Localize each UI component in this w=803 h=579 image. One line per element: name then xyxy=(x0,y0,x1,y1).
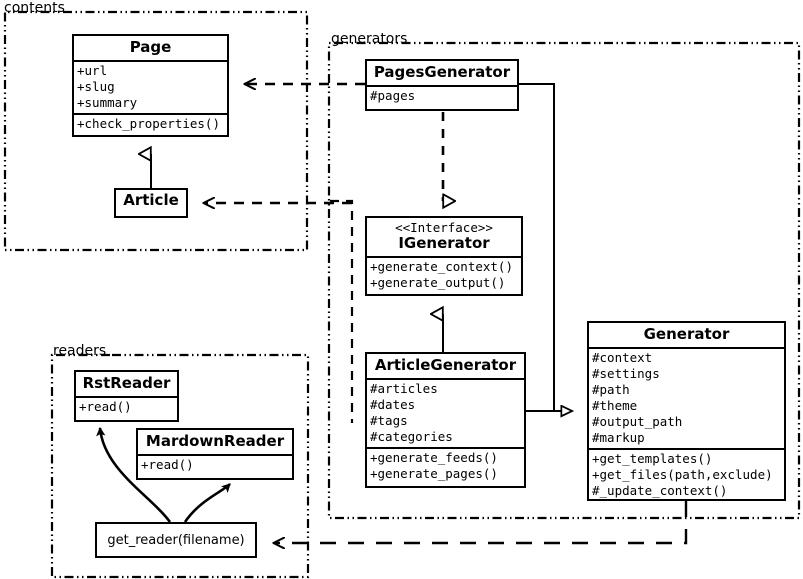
class-articlegenerator[interactable]: ArticleGenerator #articles #dates #tags … xyxy=(365,352,526,488)
method: +generate_pages() xyxy=(370,466,498,481)
class-generator-methods: +get_templates() +get_files(path,exclude… xyxy=(589,450,784,501)
class-mardownreader-name: MardownReader xyxy=(145,432,285,450)
attribute: #markup xyxy=(592,430,645,445)
class-articlegenerator-attributes: #articles #dates #tags #categories xyxy=(367,380,524,447)
class-rstreader[interactable]: RstReader +read() xyxy=(74,370,179,422)
class-article-name: Article xyxy=(123,191,179,209)
class-article[interactable]: Article xyxy=(114,188,188,218)
method: +generate_output() xyxy=(370,275,506,290)
method: +check_properties() xyxy=(77,116,220,131)
method: +read() xyxy=(79,399,132,414)
generalization-pagesgenerator-to-generator xyxy=(519,83,572,411)
package-label-generators: generators xyxy=(331,31,408,47)
attribute: #settings xyxy=(592,366,660,381)
divider xyxy=(367,256,521,258)
class-name-text: IGenerator xyxy=(398,234,490,252)
attribute: #categories xyxy=(370,429,453,444)
class-pagesgenerator[interactable]: PagesGenerator #pages xyxy=(365,59,519,111)
class-page[interactable]: Page +url +slug +summary +check_properti… xyxy=(72,34,229,137)
divider xyxy=(589,448,784,450)
divider xyxy=(367,447,524,449)
class-igenerator[interactable]: <<Interface>> IGenerator +generate_conte… xyxy=(365,216,523,296)
method: +read() xyxy=(141,457,194,472)
method: +generate_context() xyxy=(370,259,513,274)
divider xyxy=(76,396,177,398)
divider xyxy=(367,85,517,87)
class-page-methods: +check_properties() xyxy=(74,115,227,134)
class-generator[interactable]: Generator #context #settings #path #them… xyxy=(587,321,786,501)
attribute: #tags xyxy=(370,413,408,428)
function-get-reader-label: get_reader(filename) xyxy=(107,532,245,548)
inner-dashed-guide xyxy=(330,199,354,423)
attribute: #output_path xyxy=(592,414,683,429)
class-generator-attributes: #context #settings #path #theme #output_… xyxy=(589,349,784,448)
attribute: #path xyxy=(592,382,630,397)
function-get-reader[interactable]: get_reader(filename) xyxy=(95,522,257,558)
attribute: #theme xyxy=(592,398,638,413)
class-rstreader-methods: +read() xyxy=(76,398,177,417)
class-page-attributes: +url +slug +summary xyxy=(74,62,227,113)
attribute: +url xyxy=(77,63,108,78)
class-pagesgenerator-name: PagesGenerator xyxy=(373,63,511,81)
package-label-readers: readers xyxy=(53,343,107,359)
class-pagesgenerator-attributes: #pages xyxy=(367,87,517,106)
class-articlegenerator-name: ArticleGenerator xyxy=(374,356,517,374)
attribute: +summary xyxy=(77,95,138,110)
class-igenerator-name: <<Interface>> IGenerator xyxy=(367,218,521,256)
attribute: #articles xyxy=(370,381,438,396)
class-articlegenerator-methods: +generate_feeds() +generate_pages() xyxy=(367,449,524,484)
attribute: #pages xyxy=(370,88,416,103)
class-igenerator-stereotype: <<Interface>> xyxy=(395,220,493,235)
attribute: #context xyxy=(592,350,653,365)
method: #_update_context() xyxy=(592,483,728,498)
package-label-contents: contents xyxy=(4,0,65,16)
class-igenerator-methods: +generate_context() +generate_output() xyxy=(367,258,521,293)
class-rstreader-name: RstReader xyxy=(82,374,171,392)
method: +get_templates() xyxy=(592,451,713,466)
method: +generate_feeds() xyxy=(370,450,498,465)
method: +get_files(path,exclude) xyxy=(592,467,773,482)
creates-get-reader-to-mardownreader xyxy=(183,483,231,523)
divider xyxy=(74,113,227,115)
class-page-name: Page xyxy=(129,38,172,56)
dependency-generator-to-get-reader xyxy=(274,501,688,543)
attribute: +slug xyxy=(77,79,115,94)
class-mardownreader-methods: +read() xyxy=(138,456,292,475)
divider xyxy=(138,454,292,456)
divider xyxy=(74,60,227,62)
class-mardownreader[interactable]: MardownReader +read() xyxy=(136,428,294,480)
divider xyxy=(367,378,524,380)
divider xyxy=(589,347,784,349)
class-generator-name: Generator xyxy=(643,325,730,343)
attribute: #dates xyxy=(370,397,416,412)
